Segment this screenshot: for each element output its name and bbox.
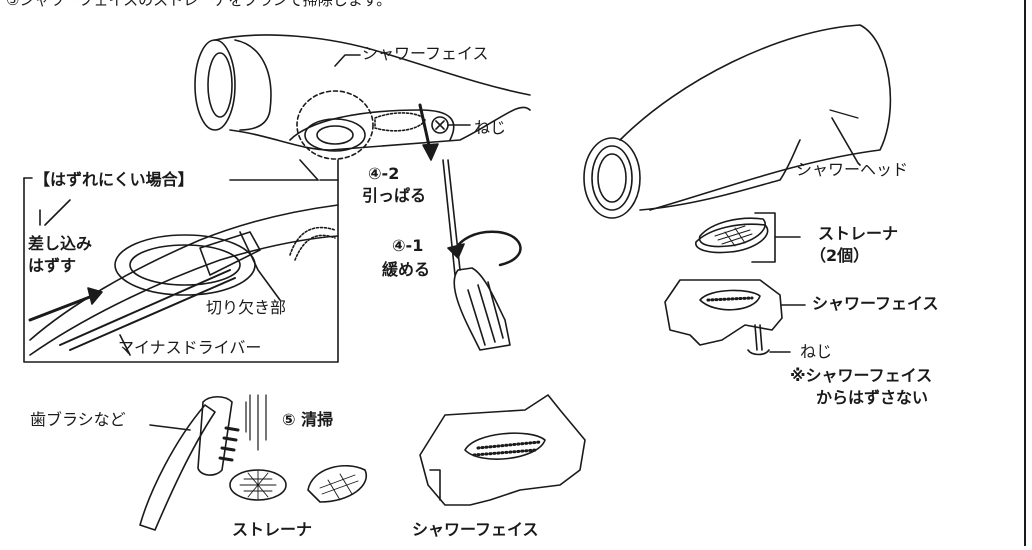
flat-screwdriver-label: マイナスドライバー — [118, 338, 262, 357]
step-4-2-label: ④-2 — [368, 164, 400, 183]
step-5-clean-label: ⑤ 清掃 — [282, 410, 334, 429]
screw-top-label: ねじ — [474, 118, 507, 137]
strainer-bottom-label: ストレーナ — [232, 520, 313, 539]
toothbrush-illustration — [139, 395, 240, 531]
note-line-1: ※シャワーフェイス — [790, 366, 933, 385]
hard-case-inset — [23, 159, 339, 363]
screwdriver-illustration — [442, 159, 511, 351]
top-caption: ⑤シャワーフェイスのストレーナをブラシで掃除します。 — [6, 0, 392, 9]
shower-face-right-label: シャワーフェイス — [812, 294, 939, 313]
shower-face-bottom-label: シャワーフェイス — [412, 520, 539, 539]
shower-face-top-label: シャワーフェイス — [362, 44, 489, 63]
pull-label: 引っぱる — [362, 186, 427, 205]
strainer-count-label: （2個） — [810, 246, 870, 265]
strainers-bottom — [229, 465, 368, 503]
shower-head-right-illustration — [583, 24, 892, 219]
shower-face-right — [664, 279, 806, 356]
loosen-label: 緩める — [382, 260, 431, 279]
frame-right-border — [1024, 0, 1032, 546]
shower-head-top-illustration — [194, 34, 531, 160]
shower-head-label: シャワーヘッド — [796, 160, 909, 179]
shower-face-bottom — [419, 394, 586, 506]
insert-label: 差し込み — [28, 234, 93, 253]
strainers-right — [695, 212, 801, 263]
step-4-1-label: ④-1 — [392, 236, 424, 255]
note-line-2: からはずさない — [816, 388, 929, 407]
hard-case-title: 【はずれにくい場合】 — [34, 170, 194, 189]
strainer-right-label: ストレーナ — [818, 224, 899, 243]
screw-right-label: ねじ — [800, 342, 833, 361]
remove-label: はずす — [28, 256, 77, 275]
toothbrush-label: 歯ブラシなど — [30, 410, 126, 429]
notch-label: 切り欠き部 — [206, 298, 287, 317]
